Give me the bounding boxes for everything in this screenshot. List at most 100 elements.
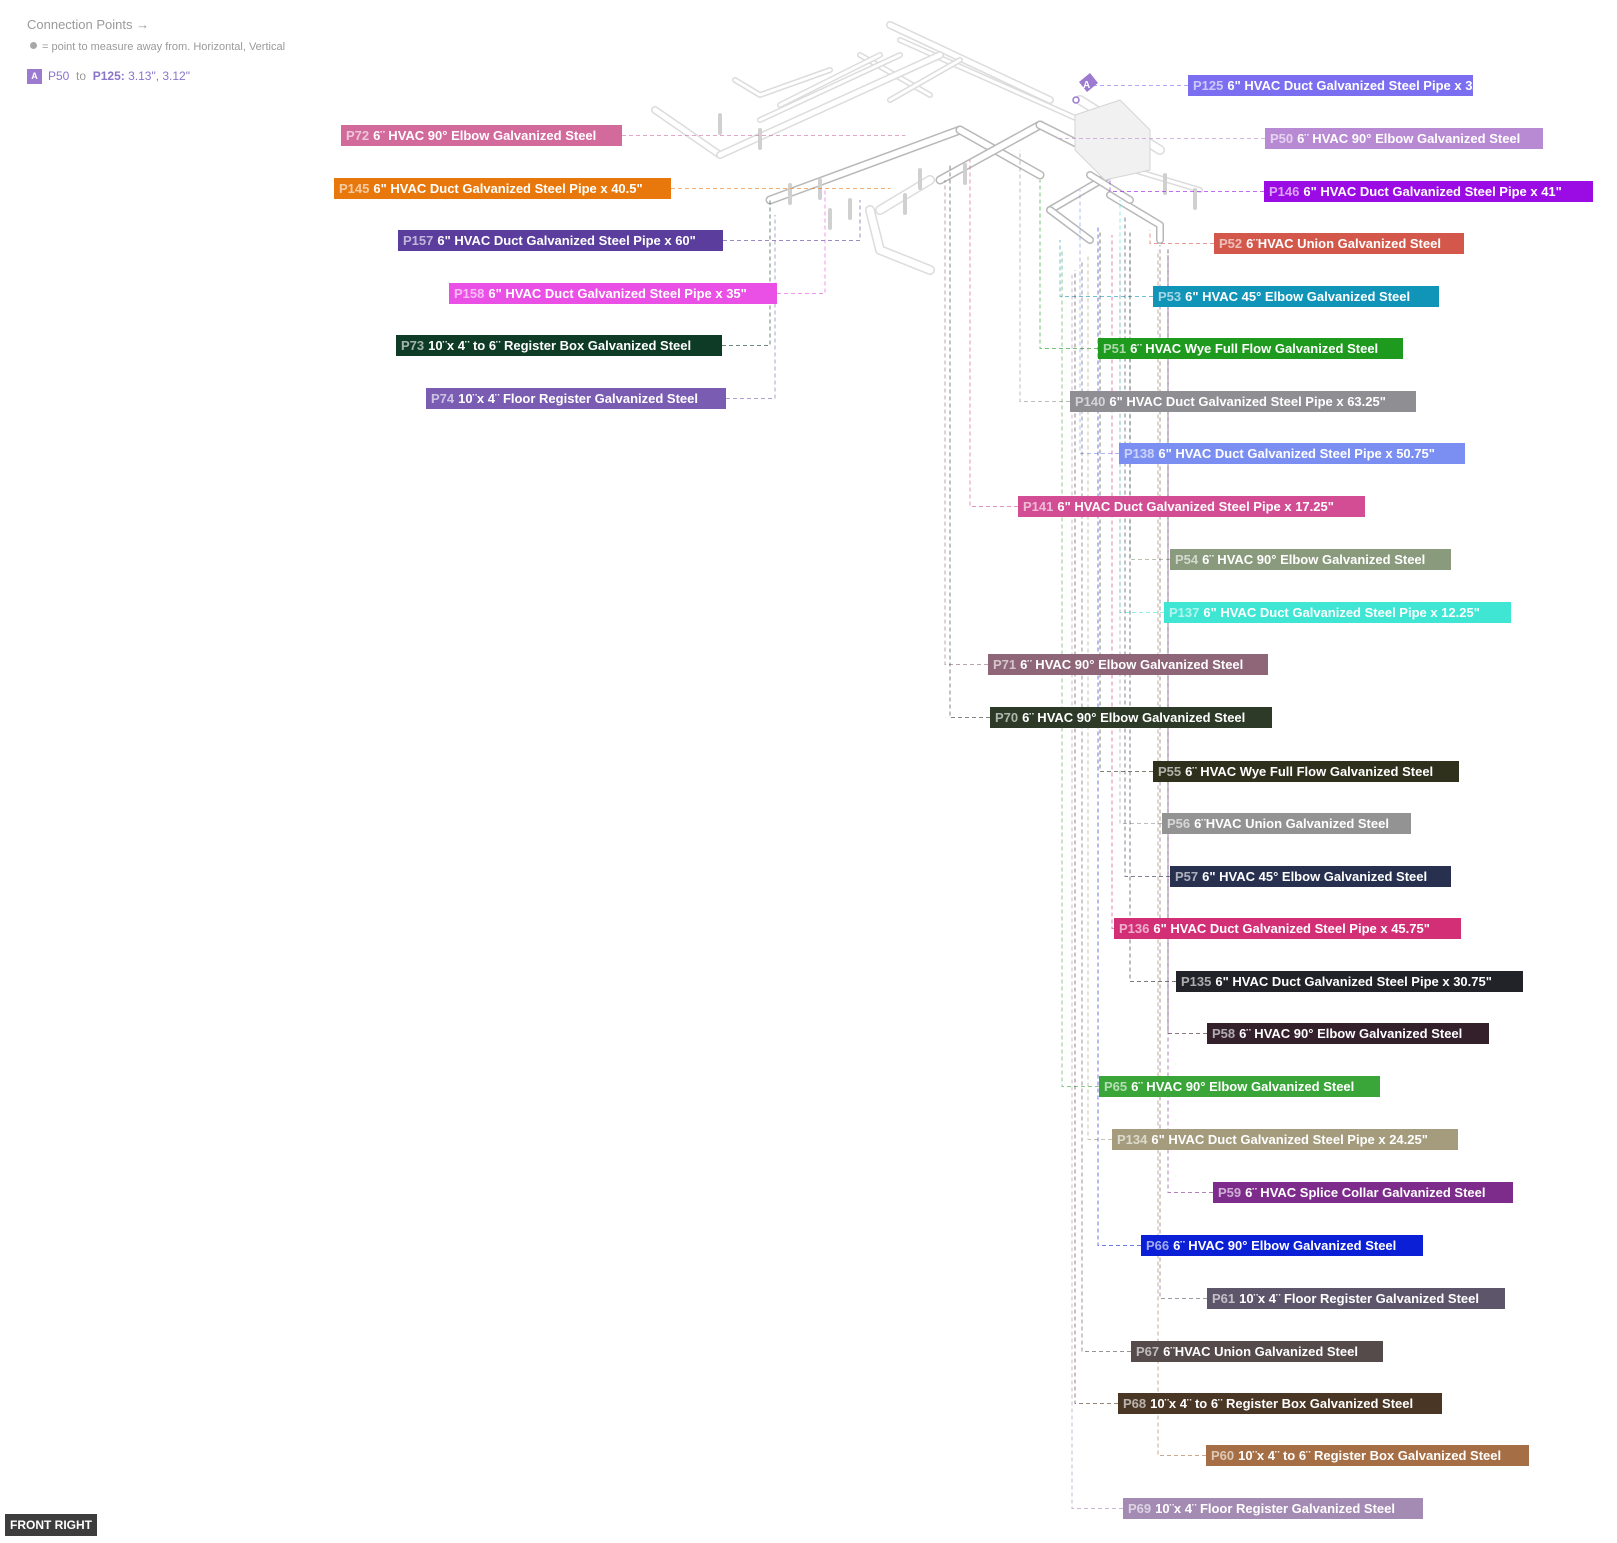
part-description: 6" HVAC Duct Galvanized Steel Pipe x 63.… <box>1109 394 1386 409</box>
part-id: P125 <box>1193 78 1224 93</box>
part-id: P157 <box>403 233 434 248</box>
part-id: P140 <box>1075 394 1106 409</box>
measurement-to: P125: <box>92 69 125 83</box>
part-description: 6¨HVAC Union Galvanized Steel <box>1163 1344 1358 1359</box>
part-description: 6" HVAC Duct Galvanized Steel Pipe x 24.… <box>1151 1132 1428 1147</box>
leader-p157 <box>723 200 861 241</box>
part-description: 6¨HVAC Union Galvanized Steel <box>1246 236 1441 251</box>
leader-p51 <box>1039 180 1098 349</box>
main-duct-fill <box>767 127 963 203</box>
part-description: 6" HVAC Duct Galvanized Steel Pipe x 60" <box>437 233 696 248</box>
part-description: 6" HVAC Duct Galvanized Steel Pipe x 50.… <box>1158 446 1435 461</box>
part-description: 6" HVAC 45° Elbow Galvanized Steel <box>1185 289 1411 304</box>
leader-p158 <box>777 190 826 294</box>
duct-run-fill <box>778 53 882 107</box>
part-description: 10¨x 4¨ Floor Register Galvanized Steel <box>458 391 698 406</box>
part-description: 6" HVAC Duct Galvanized Steel Pipe x 41" <box>1303 184 1562 199</box>
leader-p74 <box>726 215 776 399</box>
part-id: P69 <box>1128 1501 1152 1516</box>
point-dot-icon <box>30 42 37 49</box>
part-description: 6¨ HVAC 90° Elbow Galvanized Steel <box>1202 552 1426 567</box>
part-description: 10¨x 4¨ to 6¨ Register Box Galvanized St… <box>1238 1448 1502 1463</box>
part-id: P50 <box>1270 131 1294 146</box>
measurement-values: 3.13", 3.12" <box>128 69 190 83</box>
part-description: 6" HVAC Duct Galvanized Steel Pipe x 30.… <box>1215 974 1492 989</box>
part-id: P136 <box>1119 921 1150 936</box>
leader-p66 <box>1097 225 1141 1246</box>
leader-p59 <box>1167 255 1213 1193</box>
measurement-from: P50 <box>48 69 70 83</box>
part-id: P134 <box>1117 1132 1148 1147</box>
legend-note: = point to measure away from. Horizontal… <box>30 41 285 53</box>
leader-p138 <box>1079 190 1119 454</box>
part-id: P135 <box>1181 974 1212 989</box>
leader-p50 <box>1059 138 1265 139</box>
leader-p57 <box>1124 215 1170 877</box>
duct-run-fill <box>652 107 723 158</box>
duct-run-fill <box>866 206 934 274</box>
part-id: P158 <box>454 286 485 301</box>
leader-p68 <box>1074 270 1118 1404</box>
part-id: P71 <box>993 657 1017 672</box>
part-id: P53 <box>1158 289 1182 304</box>
measurement-to-word: to <box>76 69 87 83</box>
part-description: 6¨ HVAC 90° Elbow Galvanized Steel <box>1020 657 1244 672</box>
part-id: P61 <box>1212 1291 1236 1306</box>
measurement-marker[interactable]: A <box>1072 73 1098 104</box>
part-description: 6" HVAC 45° Elbow Galvanized Steel <box>1202 869 1428 884</box>
part-id: P68 <box>1123 1396 1147 1411</box>
part-description: 6" HVAC Duct Galvanized Steel Pipe x 32.… <box>1227 78 1504 93</box>
isometric-duct-drawing <box>651 21 1203 275</box>
part-description: 6¨ HVAC 90° Elbow Galvanized Steel <box>1022 710 1246 725</box>
part-description: 6" HVAC Duct Galvanized Steel Pipe x 12.… <box>1203 605 1480 620</box>
part-description: 10¨x 4¨ Floor Register Galvanized Steel <box>1155 1501 1395 1516</box>
leader-p61 <box>1159 245 1207 1299</box>
part-id: P52 <box>1219 236 1243 251</box>
part-description: 6" HVAC Duct Galvanized Steel Pipe x 45.… <box>1153 921 1430 936</box>
leader-p71 <box>944 180 988 665</box>
marker-label: A <box>1083 80 1090 91</box>
part-id: P59 <box>1218 1185 1242 1200</box>
view-label[interactable]: FRONT RIGHT <box>5 1514 97 1536</box>
part-description: 6¨ HVAC Splice Collar Galvanized Steel <box>1245 1185 1486 1200</box>
part-id: P145 <box>339 181 370 196</box>
part-id: P58 <box>1212 1026 1236 1041</box>
leader-p146 <box>1109 180 1264 192</box>
part-id: P146 <box>1269 184 1300 199</box>
